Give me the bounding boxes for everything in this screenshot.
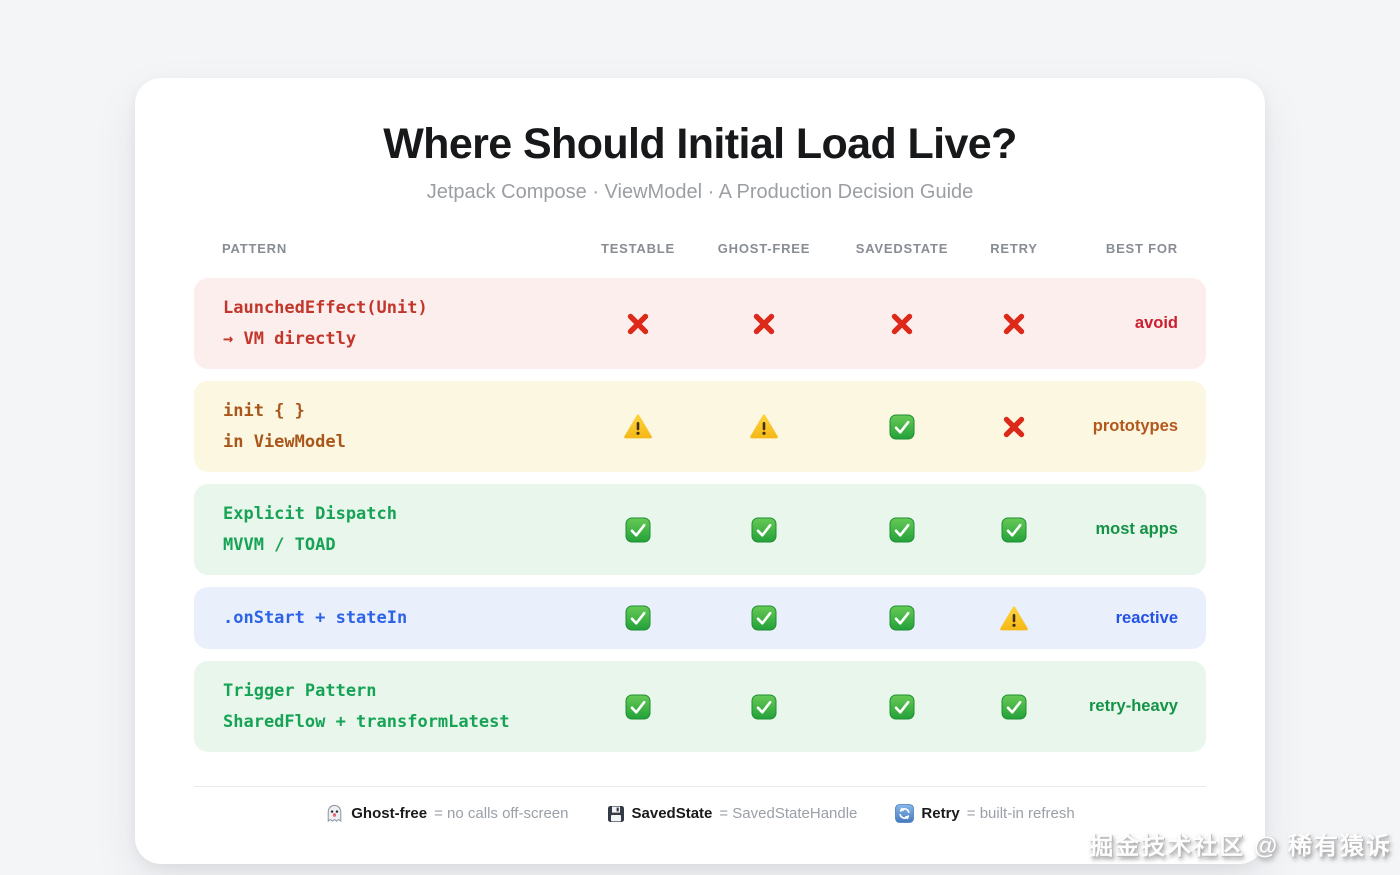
header-retry: RETRY	[990, 240, 1038, 256]
header-ghost-free: GHOST-FREE	[717, 240, 811, 256]
footer-divider	[194, 786, 1206, 788]
page-subtitle: Jetpack Compose · ViewModel · A Producti…	[426, 181, 974, 204]
check-icon	[625, 605, 651, 631]
pattern-cell: Trigger Pattern SharedFlow + transformLa…	[194, 681, 581, 733]
cross-icon	[889, 311, 915, 337]
pattern-cell: .onStart + stateIn	[194, 608, 581, 629]
best-for-label: avoid	[1134, 314, 1178, 333]
page-title: Where Should Initial Load Live?	[383, 120, 1017, 168]
check-icon	[889, 605, 915, 631]
status-cell-retry	[971, 484, 1057, 575]
pattern-name: Trigger Pattern	[223, 680, 377, 701]
status-cell-testable	[581, 278, 695, 369]
pattern-name: Explicit Dispatch	[223, 503, 397, 524]
legend-item-ghost-free: Ghost-free = no calls off-screen	[325, 804, 569, 823]
pattern-subtitle: in ViewModel	[223, 431, 346, 452]
cross-icon	[625, 311, 651, 337]
status-cell-ghost-free	[695, 587, 833, 649]
legend-definition: = SavedStateHandle	[719, 805, 858, 823]
decision-guide-card: Where Should Initial Load Live? Jetpack …	[135, 78, 1265, 864]
table-row-explicit-dispatch: Explicit Dispatch MVVM / TOAD most apps	[194, 484, 1206, 576]
warning-icon	[1000, 606, 1028, 631]
table-row-onstart-statein: .onStart + stateIn reactive	[194, 587, 1206, 650]
status-cell-savedstate	[833, 278, 971, 369]
watermark: 掘金技术社区 @ 稀有猿诉	[1089, 833, 1392, 860]
ghost-icon	[325, 804, 344, 823]
pattern-name: LaunchedEffect(Unit)	[223, 297, 428, 318]
status-cell-retry	[971, 381, 1057, 472]
status-cell-ghost-free	[695, 661, 833, 752]
cross-icon	[751, 311, 777, 337]
status-cell-ghost-free	[695, 278, 833, 369]
best-for-label: retry-heavy	[1089, 697, 1178, 716]
best-for-label: most apps	[1095, 520, 1178, 539]
warning-icon	[750, 414, 778, 439]
pattern-name: .onStart + stateIn	[223, 607, 408, 628]
legend-term: Retry	[921, 805, 960, 823]
table-body: LaunchedEffect(Unit) → VM directly avoid…	[194, 278, 1206, 753]
check-icon	[1001, 694, 1027, 720]
table-row-trigger-pattern: Trigger Pattern SharedFlow + transformLa…	[194, 661, 1206, 753]
legend-item-retry: Retry = built-in refresh	[895, 804, 1075, 824]
pattern-subtitle: SharedFlow + transformLatest	[223, 711, 510, 732]
legend-term: Ghost-free	[351, 805, 428, 823]
pattern-cell: init { } in ViewModel	[194, 401, 581, 453]
status-cell-ghost-free	[695, 381, 833, 472]
best-for-label: reactive	[1115, 608, 1178, 627]
check-icon	[889, 414, 915, 440]
status-cell-savedstate	[833, 484, 971, 575]
check-icon	[889, 694, 915, 720]
legend-definition: = built-in refresh	[966, 805, 1075, 823]
legend-definition: = no calls off-screen	[434, 805, 569, 823]
check-icon	[889, 517, 915, 543]
pattern-name: init { }	[223, 400, 305, 421]
cross-icon	[1001, 414, 1027, 440]
comparison-table: PATTERN TESTABLE GHOST-FREE SAVEDSTATE R…	[194, 228, 1206, 753]
pattern-cell: LaunchedEffect(Unit) → VM directly	[194, 298, 581, 350]
status-cell-testable	[581, 661, 695, 752]
table-row-launchedeffect: LaunchedEffect(Unit) → VM directly avoid	[194, 278, 1206, 370]
legend-term: SavedState	[631, 805, 713, 823]
status-cell-retry	[971, 587, 1057, 649]
check-icon	[625, 694, 651, 720]
header-savedstate: SAVEDSTATE	[855, 240, 949, 256]
floppy-icon	[607, 805, 625, 823]
cross-icon	[1001, 311, 1027, 337]
header-testable: TESTABLE	[600, 240, 676, 256]
pattern-cell: Explicit Dispatch MVVM / TOAD	[194, 504, 581, 556]
table-header: PATTERN TESTABLE GHOST-FREE SAVEDSTATE R…	[194, 228, 1206, 268]
legend: Ghost-free = no calls off-screen SavedSt…	[135, 804, 1265, 824]
check-icon	[1001, 517, 1027, 543]
warning-icon	[624, 414, 652, 439]
best-for-label: prototypes	[1092, 417, 1178, 436]
status-cell-ghost-free	[695, 484, 833, 575]
status-cell-testable	[581, 484, 695, 575]
pattern-subtitle: → VM directly	[223, 328, 357, 349]
check-icon	[751, 517, 777, 543]
status-cell-testable	[581, 587, 695, 649]
header-best-for: BEST FOR	[1105, 240, 1178, 256]
status-cell-savedstate	[833, 661, 971, 752]
legend-item-savedstate: SavedState = SavedStateHandle	[607, 805, 858, 823]
table-row-init-viewmodel: init { } in ViewModel prototypes	[194, 381, 1206, 473]
status-cell-testable	[581, 381, 695, 472]
header-pattern: PATTERN	[222, 240, 288, 256]
check-icon	[751, 694, 777, 720]
retry-icon	[895, 804, 915, 824]
pattern-subtitle: MVVM / TOAD	[223, 534, 336, 555]
status-cell-retry	[971, 661, 1057, 752]
status-cell-retry	[971, 278, 1057, 369]
status-cell-savedstate	[833, 381, 971, 472]
check-icon	[625, 517, 651, 543]
check-icon	[751, 605, 777, 631]
status-cell-savedstate	[833, 587, 971, 649]
